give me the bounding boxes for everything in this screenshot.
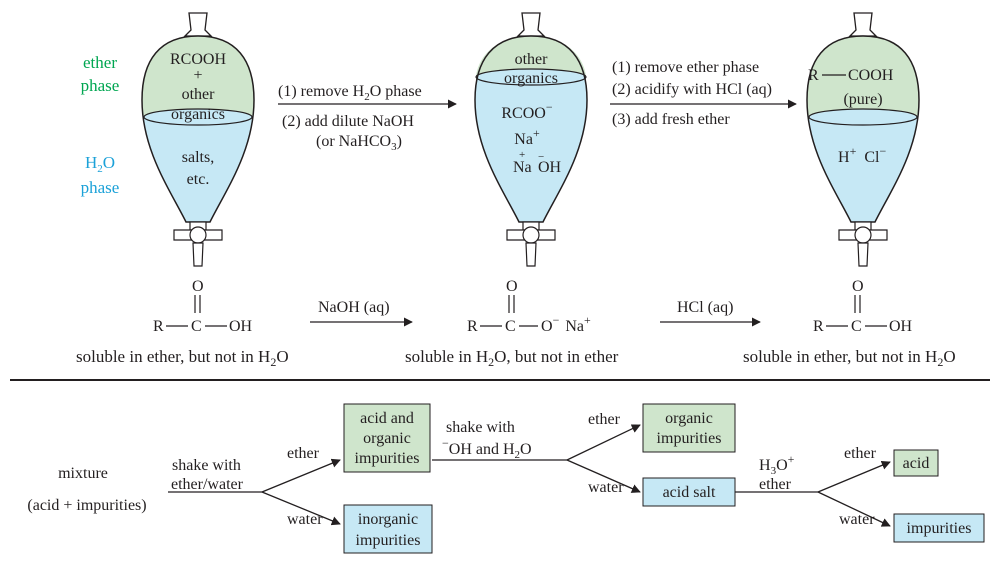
- svg-text:R: R: [153, 318, 164, 335]
- svg-text:organic: organic: [363, 430, 411, 447]
- carboxylic-acid-structure-2: O R C OH soluble in ether, but not in H2…: [743, 278, 956, 369]
- svg-text:acid: acid: [903, 455, 930, 472]
- svg-text:inorganic: inorganic: [358, 511, 418, 528]
- inorganic-impurities-box: inorganic impurities: [343, 504, 433, 554]
- separatory-funnel-1: RCOOH + other organics salts, etc.: [141, 12, 255, 267]
- svg-text:Na+: Na+: [514, 126, 540, 148]
- svg-text:R: R: [808, 67, 819, 84]
- svg-text:acid and: acid and: [360, 410, 414, 427]
- hcl-reaction-arrow: HCl (aq): [660, 299, 761, 327]
- naoh-reaction-arrow: NaOH (aq): [310, 299, 413, 327]
- acid-box: acid: [893, 449, 939, 477]
- svg-text:(pure): (pure): [843, 91, 882, 108]
- svg-text:O: O: [506, 278, 518, 295]
- svg-text:soluble in ether, but not in H: soluble in ether, but not in H2O: [743, 347, 956, 369]
- svg-text:acid salt: acid salt: [663, 484, 716, 501]
- svg-text:C: C: [191, 318, 202, 335]
- carboxylic-acid-structure-1: O R C OH soluble in ether, but not in H2…: [76, 278, 289, 369]
- acid-organic-impurities-box: acid and organic impurities: [343, 403, 431, 473]
- svg-text:soluble in H2O, but not in eth: soluble in H2O, but not in ether: [405, 347, 619, 369]
- svg-text:(2) add dilute NaOH: (2) add dilute NaOH: [282, 113, 414, 130]
- svg-text:ether: ether: [83, 53, 117, 72]
- svg-text:water: water: [588, 479, 624, 496]
- svg-text:H3O+: H3O+: [759, 452, 795, 477]
- svg-text:ether: ether: [588, 411, 621, 428]
- svg-text:(1) remove H2O phase: (1) remove H2O phase: [278, 83, 422, 103]
- separation-flowchart: mixture (acid + impurities) shake with e…: [27, 403, 985, 554]
- svg-text:phase: phase: [81, 178, 120, 197]
- water-phase-label: H2O phase: [81, 153, 120, 197]
- ether-phase-label: ether phase: [81, 53, 120, 95]
- svg-text:(3) add fresh ether: (3) add fresh ether: [612, 111, 730, 128]
- svg-text:other: other: [515, 51, 549, 68]
- svg-text:organics: organics: [504, 70, 558, 87]
- svg-text:OH: OH: [889, 318, 913, 335]
- svg-text:water: water: [839, 511, 875, 528]
- svg-text:+: +: [193, 67, 202, 84]
- svg-text:RCOOH: RCOOH: [170, 51, 226, 68]
- svg-text:impurities: impurities: [907, 520, 972, 537]
- svg-text:ether: ether: [844, 445, 877, 462]
- svg-text:organics: organics: [171, 106, 225, 123]
- svg-text:ether/water: ether/water: [171, 476, 244, 493]
- svg-text:C: C: [851, 318, 862, 335]
- carboxylate-salt-structure: O R C O−Na+ soluble in H2O, but not in e…: [405, 278, 619, 369]
- svg-text:−OH and H2O: −OH and H2O: [442, 436, 532, 461]
- svg-text:R: R: [813, 318, 824, 335]
- svg-text:O: O: [192, 278, 204, 295]
- organic-impurities-box: organic impurities: [642, 403, 736, 453]
- separatory-funnel-3: R COOH (pure) H+Cl−: [806, 12, 920, 267]
- impurities-box: impurities: [893, 513, 985, 543]
- mixture-label: mixture: [58, 465, 108, 482]
- svg-text:(or NaHCO3): (or NaHCO3): [316, 133, 402, 153]
- svg-text:NaOH (aq): NaOH (aq): [318, 299, 390, 316]
- svg-text:C: C: [505, 318, 516, 335]
- svg-text:ether: ether: [759, 476, 792, 493]
- separatory-funnel-2: other organics RCOO− Na+ + − Na OH: [474, 12, 588, 267]
- svg-text:phase: phase: [81, 76, 120, 95]
- svg-text:soluble in ether, but not in H: soluble in ether, but not in H2O: [76, 347, 289, 369]
- svg-text:−: −: [538, 151, 544, 163]
- svg-text:impurities: impurities: [356, 532, 421, 549]
- svg-text:RCOO−: RCOO−: [501, 100, 552, 122]
- svg-text:H2O: H2O: [85, 153, 115, 175]
- svg-text:organic: organic: [665, 410, 713, 427]
- step2-arrow: (1) remove ether phase (2) acidify with …: [610, 59, 797, 128]
- svg-text:Na: Na: [513, 159, 532, 176]
- svg-text:impurities: impurities: [355, 450, 420, 467]
- step1-arrow: (1) remove H2O phase (2) add dilute NaOH…: [278, 83, 457, 153]
- svg-text:O−Na+: O−Na+: [541, 313, 591, 335]
- svg-text:shake with: shake with: [172, 457, 241, 474]
- svg-text:R: R: [467, 318, 478, 335]
- svg-text:impurities: impurities: [657, 430, 722, 447]
- svg-text:(2) acidify with HCl (aq): (2) acidify with HCl (aq): [612, 81, 772, 98]
- svg-text:salts,: salts,: [182, 149, 214, 166]
- svg-text:etc.: etc.: [187, 171, 210, 188]
- svg-text:ether: ether: [287, 445, 320, 462]
- svg-text:water: water: [287, 511, 323, 528]
- svg-text:COOH: COOH: [848, 67, 894, 84]
- svg-text:O: O: [852, 278, 864, 295]
- svg-text:OH: OH: [229, 318, 253, 335]
- svg-text:(1) remove ether phase: (1) remove ether phase: [612, 59, 759, 76]
- svg-text:HCl (aq): HCl (aq): [677, 299, 733, 316]
- svg-text:+: +: [519, 149, 525, 161]
- svg-text:OH: OH: [538, 159, 562, 176]
- mixture-sub-label: (acid + impurities): [27, 497, 146, 514]
- acid-salt-box: acid salt: [642, 477, 736, 507]
- svg-text:H+Cl−: H+Cl−: [838, 144, 886, 166]
- svg-text:other: other: [182, 86, 216, 103]
- svg-text:shake with: shake with: [446, 419, 515, 436]
